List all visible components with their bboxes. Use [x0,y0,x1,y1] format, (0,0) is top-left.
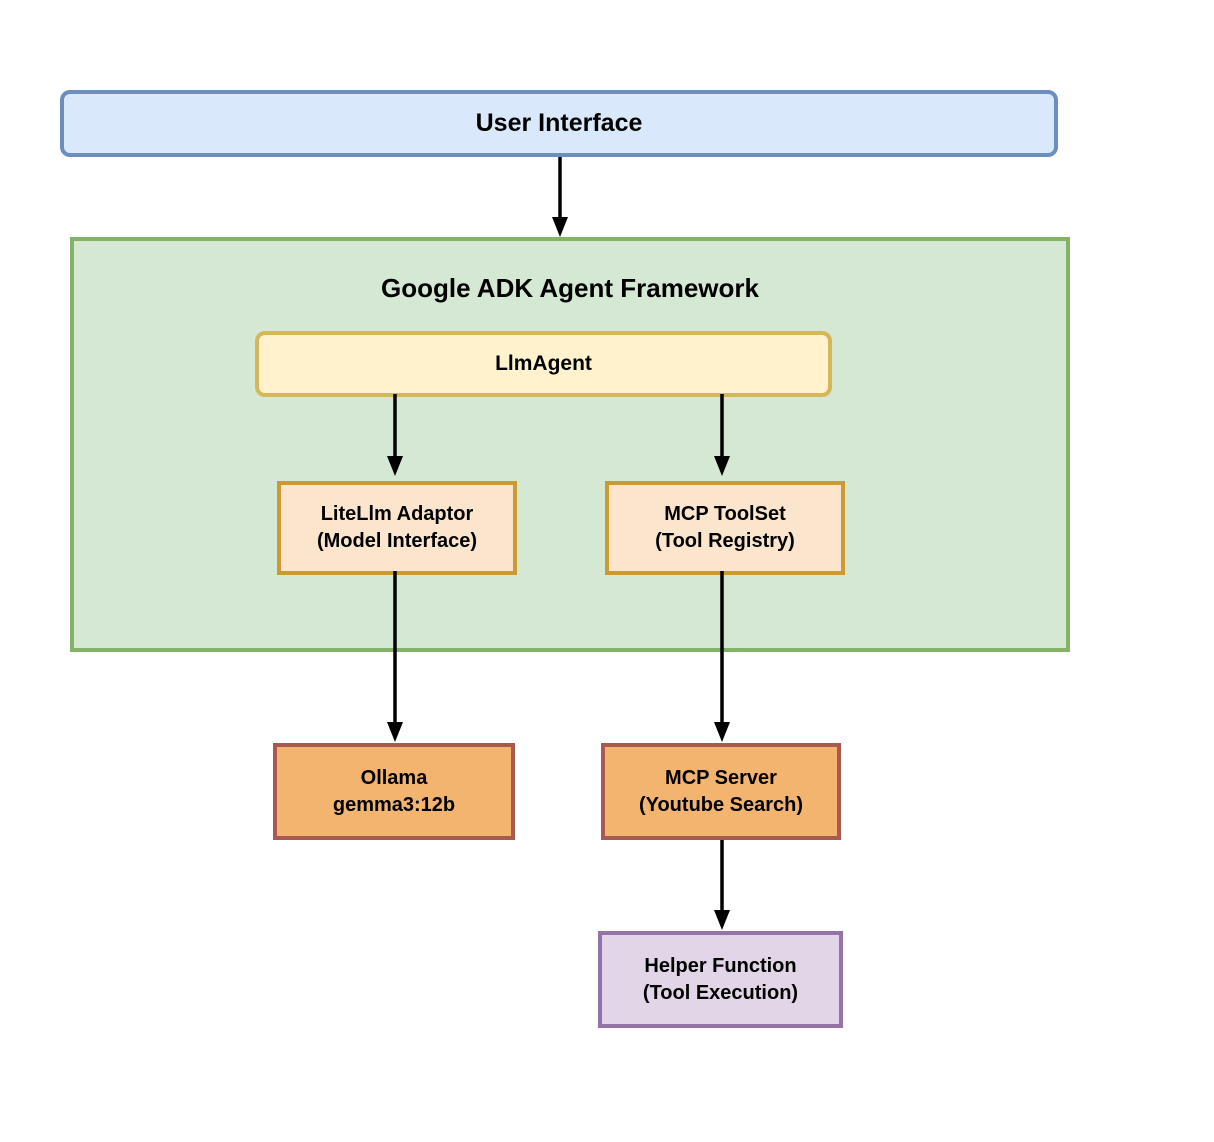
arrow-ui-to-framework [552,157,568,237]
ollama-node: Ollama gemma3:12b [273,743,515,840]
arrow-mcpserver-to-helper [714,840,730,930]
litellm-adaptor-label-line1: LiteLlm Adaptor [320,503,474,525]
helper-function-node: Helper Function (Tool Execution) [598,931,843,1028]
helper-function-label-line1: Helper Function [644,954,797,977]
ollama-label-line2: gemma3:12b [332,793,456,816]
framework-container: Google ADK Agent Framework LlmAgent Lite… [70,237,1070,652]
llm-agent-node: LlmAgent [255,331,832,397]
mcp-server-label-line1: MCP Server [665,766,777,789]
framework-title: Google ADK Agent Framework [380,273,759,303]
mcp-toolset-label-line1: MCP ToolSet [664,503,786,525]
helper-function-label-line2: (Tool Execution) [642,981,799,1004]
mcp-server-node: MCP Server (Youtube Search) [601,743,841,840]
llm-agent-label: LlmAgent [495,351,592,375]
user-interface-node: User Interface [60,90,1058,157]
mcp-server-label-line2: (Youtube Search) [638,793,804,816]
mcp-toolset-label-line2: (Tool Registry) [655,530,795,552]
ollama-label-line1: Ollama [360,766,428,789]
mcp-toolset-node: MCP ToolSet (Tool Registry) [605,481,845,575]
litellm-adaptor-node: LiteLlm Adaptor (Model Interface) [277,481,517,575]
litellm-adaptor-label-line2: (Model Interface) [316,530,478,552]
user-interface-label: User Interface [475,108,643,137]
